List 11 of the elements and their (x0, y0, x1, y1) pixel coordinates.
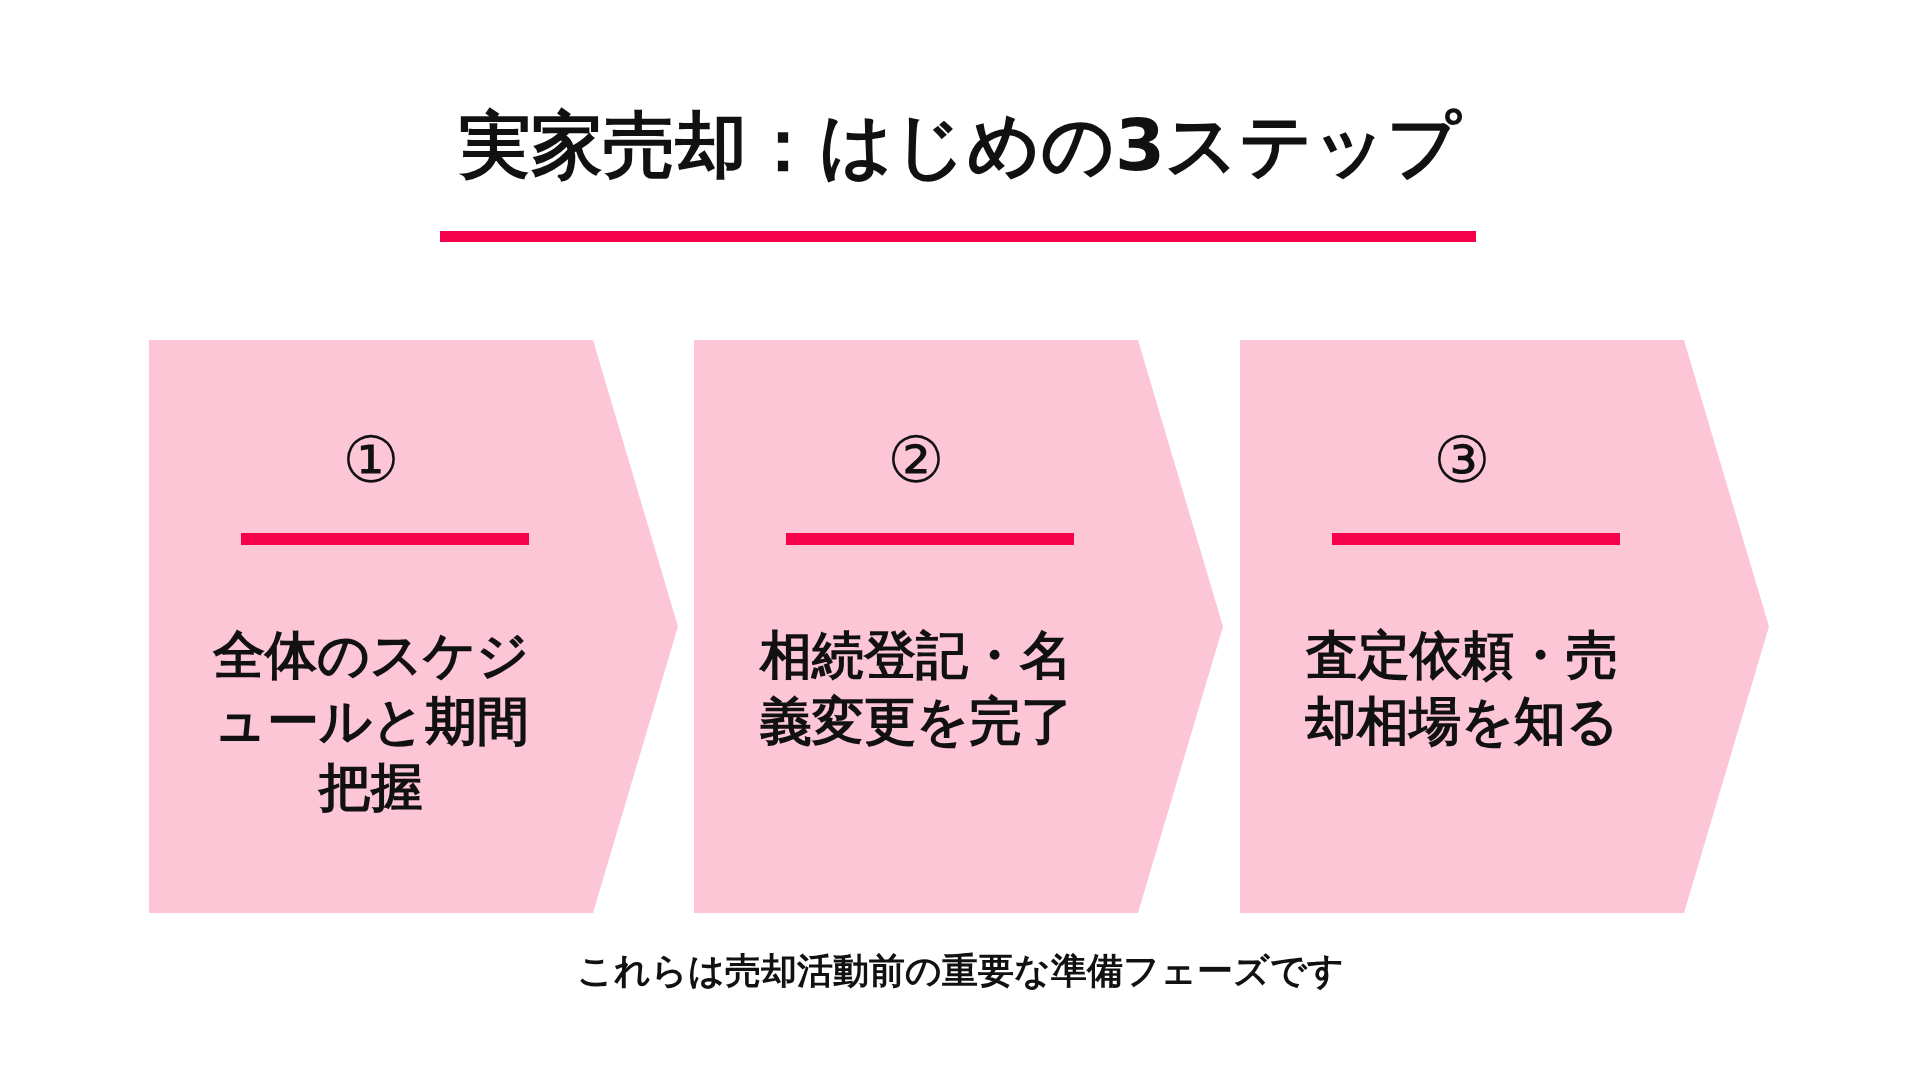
step-number: ③ (1432, 425, 1492, 495)
chevron-step (1240, 340, 1769, 913)
step-number: ② (886, 425, 946, 495)
caption: これらは売却活動前の重要な準備フェーズです (576, 949, 1344, 993)
title: 実家売却：はじめの3ステップ (458, 102, 1462, 189)
step-text: 全体のスケジュールと期間把握 (211, 624, 530, 819)
chevron-step (149, 340, 678, 913)
step-number: ① (341, 425, 401, 495)
step-text: 相続登記・名義変更を完了 (758, 624, 1074, 753)
step-text: 査定依頼・売却相場を知る (1304, 624, 1620, 753)
chevron-step (694, 340, 1223, 913)
